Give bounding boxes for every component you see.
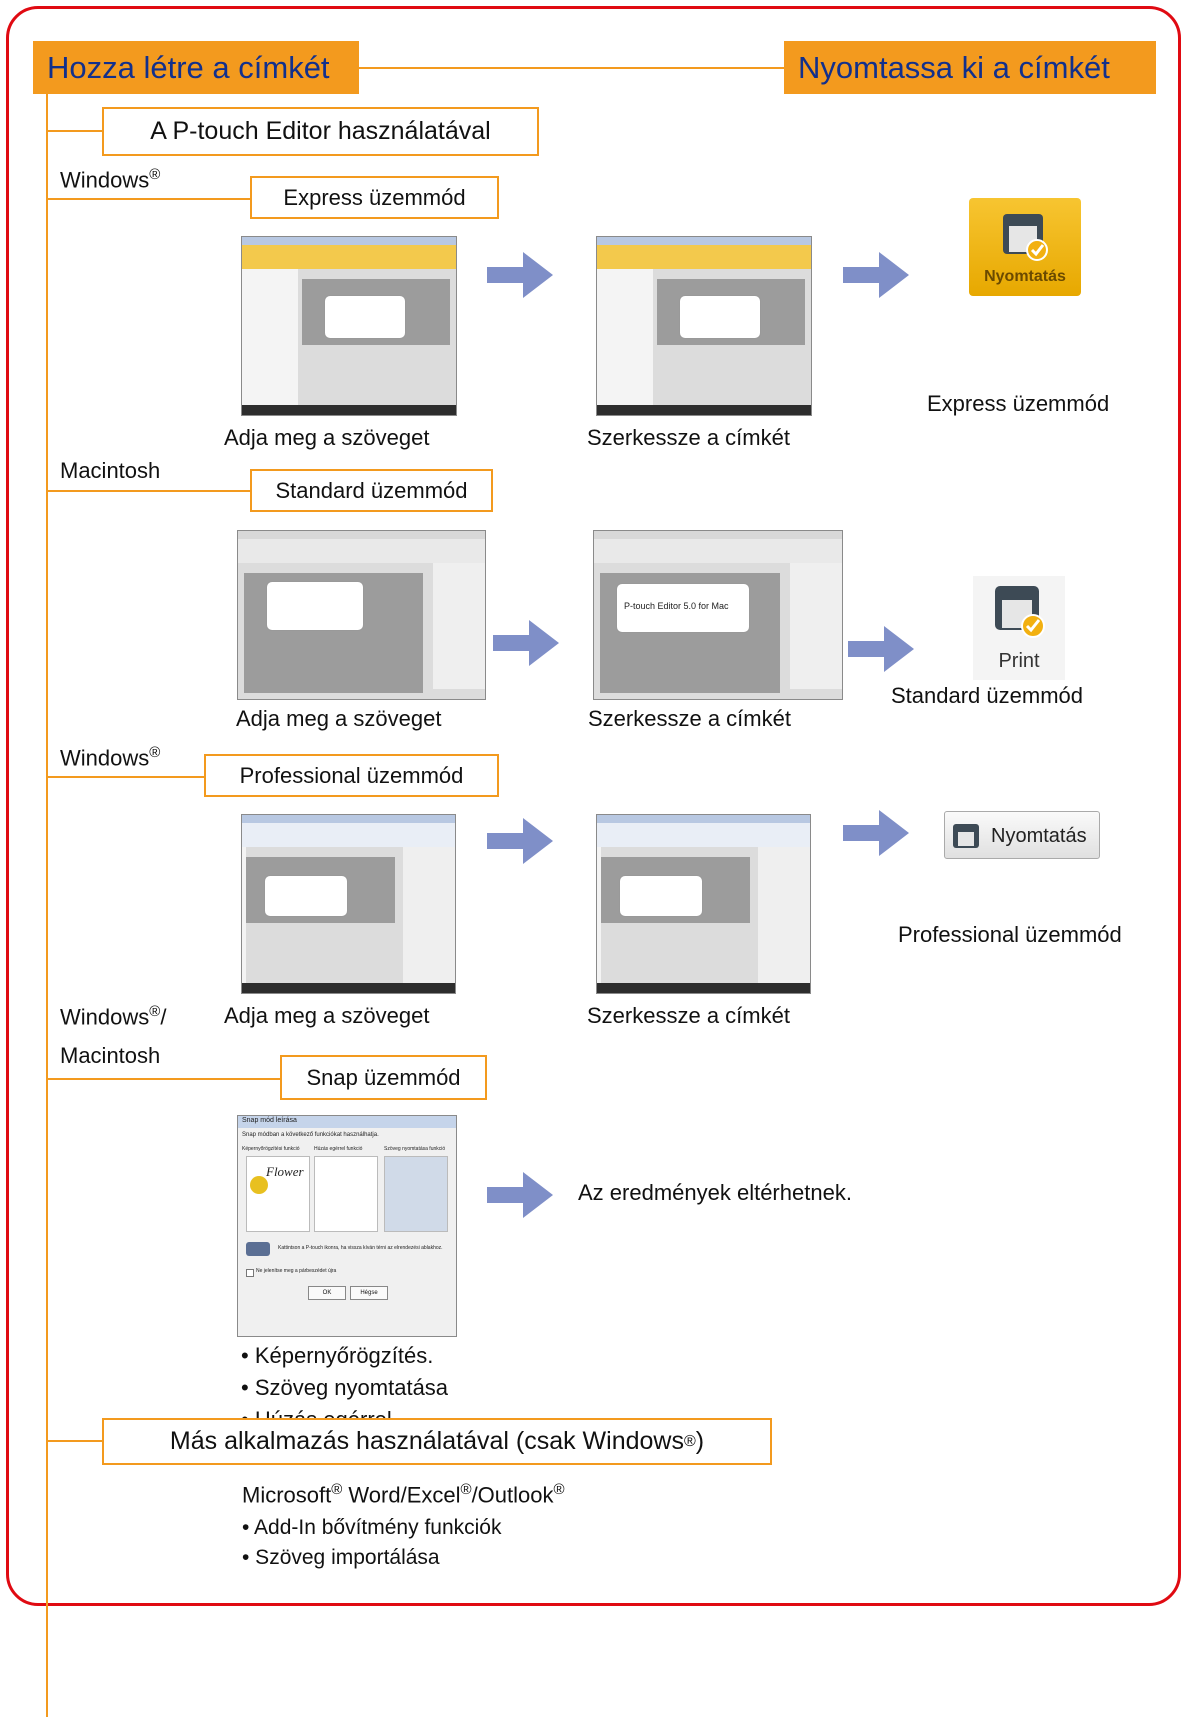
standard-os-label: Macintosh	[60, 458, 161, 483]
standard-print-icon: Print	[973, 576, 1065, 680]
snap-os-label-line2: Macintosh	[60, 1043, 161, 1068]
standard-arrow-1	[493, 620, 559, 666]
printer-icon	[953, 824, 979, 848]
other-app-box: Más alkalmazás használatával (csak Windo…	[102, 1418, 772, 1465]
printer-icon	[1003, 214, 1048, 261]
list-item: • Képernyőrögzítés.	[241, 1343, 434, 1368]
standard-step1-caption: Adja meg a szöveget	[236, 706, 442, 731]
snap-arrow	[487, 1172, 553, 1218]
microsoft-apps-line: Microsoft® Word/Excel®/Outlook®	[242, 1481, 565, 1508]
create-label-header: Hozza létre a címkét	[33, 41, 359, 94]
printer-icon	[995, 586, 1045, 638]
standard-screenshot-2: P-touch Editor 5.0 for Mac	[593, 530, 843, 700]
standard-result-caption: Standard üzemmód	[891, 683, 1083, 708]
snap-dialog-screenshot: Snap mód leírása Snap módban a következő…	[237, 1115, 457, 1337]
professional-arrow-2	[843, 810, 909, 856]
other-app-branch	[46, 1440, 102, 1442]
professional-screenshot-1	[241, 814, 456, 994]
snap-mode-box: Snap üzemmód	[280, 1055, 487, 1100]
professional-branch	[46, 776, 204, 778]
express-screenshot-1	[241, 236, 457, 416]
other-app-bullets: • Add-In bővítmény funkciók • Szöveg imp…	[242, 1513, 502, 1573]
snap-os-label-line1: Windows®/	[60, 1003, 167, 1030]
list-item: • Szöveg importálása	[242, 1546, 440, 1569]
ptouch-branch	[46, 130, 102, 132]
express-result-caption: Express üzemmód	[927, 391, 1110, 416]
express-branch	[46, 198, 250, 200]
professional-mode-box: Professional üzemmód	[204, 754, 499, 797]
standard-step2-caption: Szerkessze a címkét	[588, 706, 791, 731]
list-item: • Szöveg nyomtatása	[241, 1375, 449, 1400]
express-arrow-1	[487, 252, 553, 298]
express-step2-caption: Szerkessze a címkét	[587, 425, 790, 450]
express-mode-box: Express üzemmód	[250, 176, 499, 219]
snap-result-text: Az eredmények eltérhetnek.	[578, 1180, 852, 1205]
standard-mode-box: Standard üzemmód	[250, 469, 493, 512]
express-print-icon: Nyomtatás	[969, 198, 1081, 296]
professional-step1-caption: Adja meg a szöveget	[224, 1003, 430, 1028]
list-item: • Add-In bővítmény funkciók	[242, 1516, 502, 1539]
professional-step2-caption: Szerkessze a címkét	[587, 1003, 790, 1028]
snap-branch	[46, 1078, 280, 1080]
standard-branch	[46, 490, 250, 492]
professional-screenshot-2	[596, 814, 811, 994]
express-os-label: Windows®	[60, 166, 161, 193]
professional-print-button: Nyomtatás	[944, 811, 1100, 859]
standard-screenshot-1	[237, 530, 486, 700]
header-connector	[359, 67, 784, 69]
standard-arrow-2	[848, 626, 914, 672]
express-screenshot-2	[596, 236, 812, 416]
professional-os-label: Windows®	[60, 744, 161, 771]
express-step1-caption: Adja meg a szöveget	[224, 425, 430, 450]
professional-result-caption: Professional üzemmód	[898, 922, 1122, 947]
trunk-line	[46, 94, 48, 1717]
print-label-header: Nyomtassa ki a címkét	[784, 41, 1156, 94]
express-arrow-2	[843, 252, 909, 298]
professional-arrow-1	[487, 818, 553, 864]
ptouch-editor-box: A P-touch Editor használatával	[102, 107, 539, 156]
